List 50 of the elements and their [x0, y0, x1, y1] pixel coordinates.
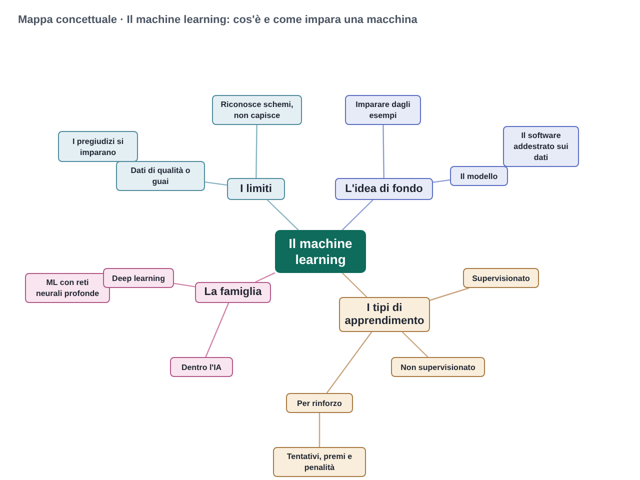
connector-line [204, 181, 228, 186]
concept-box [170, 357, 233, 377]
connector-line [342, 272, 368, 298]
branch-topic-box [335, 178, 433, 200]
connector-line [326, 332, 372, 394]
concept-box [391, 357, 485, 377]
concept-box [25, 273, 110, 303]
concept-box [273, 447, 366, 477]
connector-line [432, 179, 450, 183]
connector-line [342, 200, 374, 230]
concept-box [212, 95, 302, 125]
concept-box [103, 268, 174, 288]
concept-box [503, 126, 579, 167]
central-topic-box [275, 230, 366, 273]
diagram-title: Mappa concettuale · Il machine learning: cos'è e come impara una macchina [18, 14, 418, 26]
concept-text: Il modello [460, 170, 498, 182]
concept-text: I pregiudizi si imparano [71, 136, 125, 158]
connector-line [174, 282, 196, 288]
connector-line [318, 413, 320, 447]
concept-text: L'idea di fondo [345, 182, 423, 196]
connector-line [255, 272, 276, 283]
concept-text: Dati di qualità o guai [130, 165, 192, 187]
concept-text: Il software addestrato sui dati [512, 130, 570, 163]
concept-text: Imparare dagli esempi [354, 99, 412, 121]
connector-line [430, 287, 470, 301]
concept-text: Il machine learning [288, 236, 354, 268]
concept-box [286, 393, 353, 413]
concept-box [463, 268, 539, 288]
concept-text: Tentativi, premi e penalità [286, 451, 354, 473]
connector-line [382, 125, 384, 178]
branch-topic-box [195, 282, 271, 303]
concept-text: Dentro l'IA [181, 362, 222, 372]
connector-line [256, 125, 258, 178]
concept-text: Supervisionato [472, 272, 530, 284]
concept-text: Non supervisionato [400, 362, 476, 372]
concept-text: I limiti [240, 182, 272, 196]
concept-box [58, 131, 138, 162]
connector-line [205, 302, 230, 358]
concept-text: Deep learning [112, 272, 165, 284]
concept-text: Per rinforzo [297, 398, 342, 408]
concept-text: I tipi di apprendimento [344, 302, 426, 328]
concept-box [116, 161, 205, 191]
concept-box [450, 166, 508, 186]
concept-text: ML con reti neurali profonde [34, 277, 100, 299]
concept-box [345, 95, 421, 125]
concept-text: Riconosce schemi, non capisce [220, 99, 294, 121]
concept-text: La famiglia [204, 286, 262, 299]
branch-topic-box [227, 178, 285, 200]
connector-line [266, 200, 299, 230]
connector-line [402, 332, 428, 358]
